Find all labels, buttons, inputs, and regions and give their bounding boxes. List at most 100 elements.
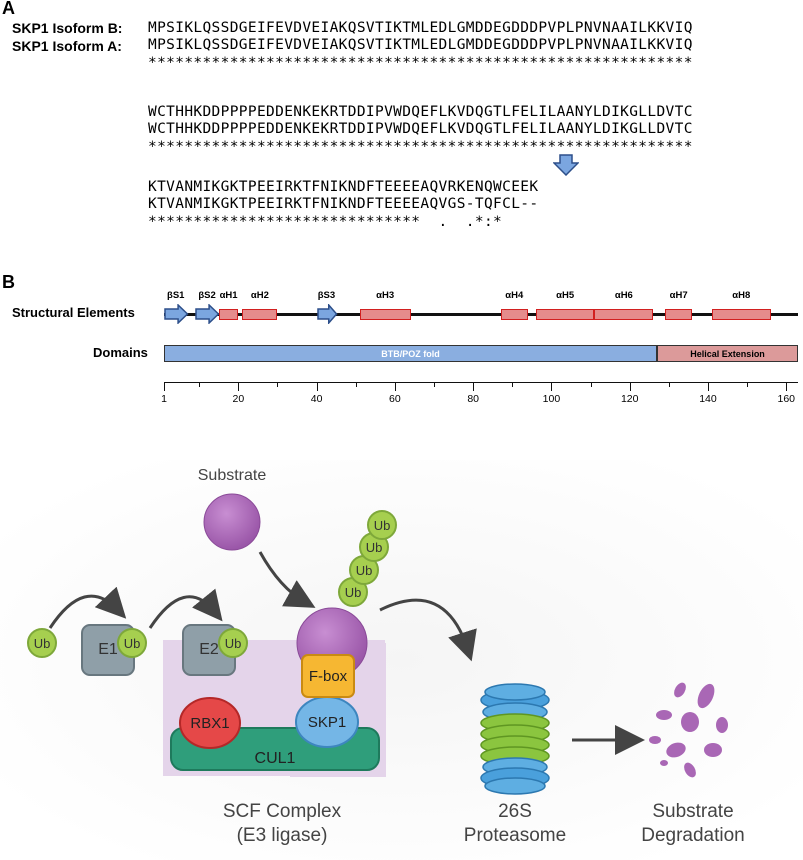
seq-a-block2: WCTHHKDDPPPPEDDENKEKRTDDIPVWDQEFLKVDQGTL…	[148, 121, 693, 137]
axis-tick-label-6: 120	[620, 393, 639, 405]
element-label-4: βS3	[317, 290, 336, 301]
axis-minor-tick	[512, 382, 514, 387]
substrate-label: Substrate	[197, 467, 267, 484]
structural-elements-label: Structural Elements	[12, 305, 135, 320]
axis-tick-label-5: 100	[542, 393, 561, 405]
ub-chain-4-label: Ub	[373, 517, 391, 533]
element-label-0: βS1	[167, 290, 185, 301]
helix-2	[218, 309, 239, 320]
mutation-arrow-icon	[553, 154, 579, 176]
axis-tick-label-1: 20	[232, 393, 245, 405]
skp1-label: SKP1	[307, 713, 347, 731]
strand-arrow-1	[195, 304, 220, 324]
scf-pathway-diagram	[0, 460, 803, 860]
ub-chain-1-label: Ub	[344, 584, 362, 600]
helix-5	[359, 309, 411, 320]
cul1-label: CUL1	[254, 750, 296, 767]
arrow-scf-to-proteasome	[379, 598, 477, 662]
helix-9	[664, 309, 693, 320]
axis-minor-tick	[199, 382, 201, 387]
axis-minor-tick	[277, 382, 279, 387]
helix-3	[242, 309, 278, 320]
structure-backbone-line	[164, 313, 798, 316]
axis-tick-1	[238, 382, 240, 391]
ub-e1-label: Ub	[123, 635, 141, 651]
e2-label: E2	[199, 641, 219, 658]
helix-6	[500, 309, 528, 320]
axis-tick-3	[394, 382, 396, 391]
element-label-7: αH5	[556, 290, 575, 301]
seq-b-block3: KTVANMIKGKTPEEIRKTFNIKNDFTEEEEAQVRKENQWC…	[148, 179, 539, 195]
axis-minor-tick	[590, 382, 592, 387]
axis-tick-label-3: 60	[389, 393, 401, 405]
degraded-fragments	[649, 682, 728, 778]
seq-b-block1: MPSIKLQSSDGEIFEVDVEIAKQSVTIKTMLEDLGMDDEG…	[148, 20, 693, 36]
seq-b-block2: WCTHHKDDPPPPEDDENKEKRTDDIPVWDQEFLKVDQGTL…	[148, 104, 693, 120]
panel-b-label: B	[2, 272, 15, 292]
ub-on-e2	[218, 628, 248, 658]
helix-10	[711, 309, 771, 320]
ub-chain-2-label: Ub	[355, 562, 373, 578]
axis-tick-label-2: 40	[310, 393, 323, 405]
strand-arrow-0	[164, 304, 189, 324]
arrow-e1-to-e2	[148, 588, 223, 629]
axis-minor-tick	[355, 382, 357, 387]
axis-tick-label-7: 140	[699, 393, 717, 405]
isoform-a-label: SKP1 Isoform A:	[12, 38, 122, 54]
axis-tick-label-8: 160	[777, 393, 796, 405]
consensus-block3: ****************************** . .*:*	[148, 214, 503, 230]
rbx1-protein	[179, 697, 241, 749]
axis-tick-label-0: 1	[161, 393, 167, 405]
panel-a-label: A	[2, 0, 15, 18]
axis-tick-5	[551, 382, 553, 391]
element-label-2: αH1	[219, 290, 238, 301]
element-label-3: αH2	[250, 290, 269, 301]
ub-chain-4	[367, 510, 397, 540]
axis-tick-8	[786, 382, 788, 391]
rbx1-label: RBX1	[190, 714, 230, 732]
strand-arrow-4	[316, 304, 338, 324]
residue-axis-line	[164, 382, 798, 383]
helix-7	[535, 309, 595, 320]
element-label-1: βS2	[198, 290, 216, 301]
scf-caption-line1: SCF Complex	[222, 801, 342, 822]
axis-minor-tick	[434, 382, 436, 387]
seq-a-block3: KTVANMIKGKTPEEIRKTFNIKNDFTEEEEAQVGS-TQFC…	[148, 196, 539, 212]
scf-caption-line2: (E3 ligase)	[236, 825, 328, 846]
ub-on-e1	[117, 628, 147, 658]
e1-label: E1	[98, 641, 118, 658]
domain-bar-1: Helical Extension	[657, 345, 798, 362]
axis-tick-label-4: 80	[467, 393, 480, 405]
axis-tick-4	[473, 382, 475, 391]
proteasome-caption-line2: Proteasome	[463, 825, 567, 846]
isoform-b-label: SKP1 Isoform B:	[12, 20, 123, 36]
axis-tick-6	[629, 382, 631, 391]
axis-tick-7	[707, 382, 709, 391]
degradation-caption-line2: Degradation	[641, 825, 745, 846]
consensus-block2: ****************************************…	[148, 139, 693, 155]
seq-a-block1: MPSIKLQSSDGEIFEVDVEIAKQSVTIKTMLEDLGMDDEG…	[148, 37, 693, 53]
helix-8	[594, 309, 654, 320]
axis-minor-tick	[668, 382, 670, 387]
element-label-8: αH6	[614, 290, 633, 301]
element-label-6: αH4	[505, 290, 524, 301]
ub-e2-label: Ub	[224, 635, 242, 651]
proteasome-26s	[480, 683, 550, 795]
axis-tick-2	[316, 382, 318, 391]
arrow-substrate-to-scf	[258, 551, 316, 608]
fbox-label: F-box	[308, 667, 348, 685]
axis-minor-tick	[747, 382, 749, 387]
element-label-9: αH7	[669, 290, 688, 301]
free-substrate	[203, 493, 261, 551]
proteasome-caption-line1: 26S	[498, 801, 532, 822]
consensus-block1: ****************************************…	[148, 55, 693, 71]
domains-label: Domains	[93, 345, 148, 360]
ub-chain-3-label: Ub	[365, 539, 383, 555]
axis-tick-0	[164, 382, 165, 391]
ub-free-label: Ub	[33, 635, 51, 651]
element-label-5: αH3	[376, 290, 395, 301]
element-label-10: αH8	[732, 290, 751, 301]
fbox-protein	[301, 654, 355, 698]
arrow-ub-to-e1	[48, 586, 127, 629]
degradation-caption-line1: Substrate	[652, 801, 734, 822]
